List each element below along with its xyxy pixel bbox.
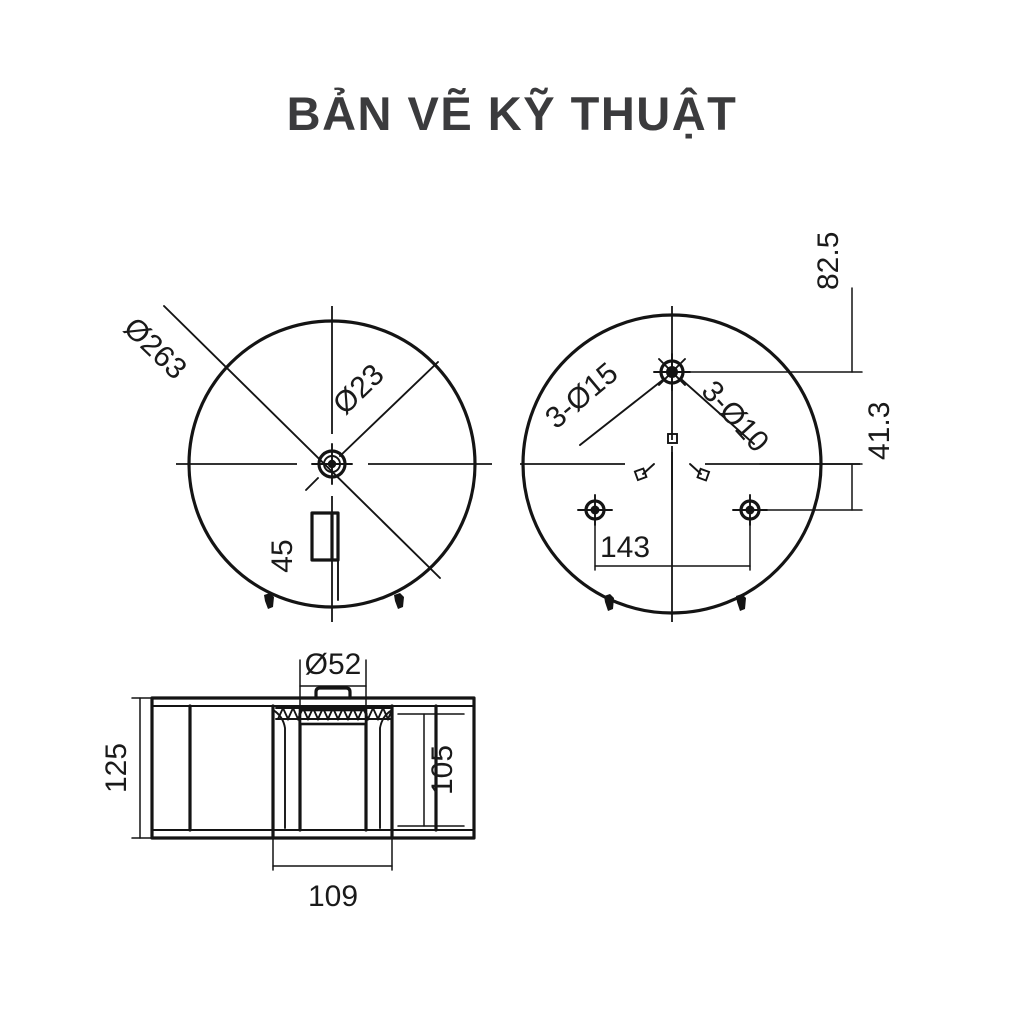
dim-label-d52: Ø52 [305,648,362,681]
right-center-marks [633,433,711,490]
left-bottom-clips [264,593,404,609]
left-center-hole [305,443,353,491]
dim-d52-group [299,659,367,713]
section-shoulder-right [379,709,393,829]
dim-label-41-3: 41.3 [863,402,896,460]
section-body [188,704,438,840]
dim-label-143: 143 [600,531,650,564]
dim-label-3-d10: 3-Ø10 [695,375,775,459]
right-top-view: 3-Ø15 3-Ø10 [520,232,896,622]
section-top-knob [314,686,352,700]
section-knurl-band [275,705,393,722]
dim-109-group [272,837,393,871]
dim-143-group [594,518,751,571]
left-outer-circle [187,319,477,609]
dim-825-413-group [671,287,863,511]
dim-label-109: 109 [308,880,358,913]
dim-label-105: 105 [426,745,459,795]
left-top-view: Ø263 Ø23 45 [117,305,492,622]
h3d15-leader-line [579,378,665,446]
dim-label-d23: Ø23 [327,358,391,421]
section-view: Ø52 125 105 109 [100,648,476,913]
d263-leader-line [163,305,441,579]
dim-label-45: 45 [266,539,299,572]
dim-label-125: 125 [100,743,133,793]
h3d10-leader-line [680,378,755,445]
dim-125-group [131,697,187,839]
dim-105-group [397,713,465,827]
right-bottom-clips [604,594,746,611]
left-tab-feature [310,511,340,601]
page-title: BẢN VẼ KỸ THUẬT [286,87,738,140]
section-inner-cylinder [298,708,368,832]
dim-label-3-d15: 3-Ø15 [539,356,624,435]
d23-leader-line [339,361,439,457]
section-shoulder-left [272,709,286,829]
dim-label-82-5: 82.5 [812,232,845,290]
